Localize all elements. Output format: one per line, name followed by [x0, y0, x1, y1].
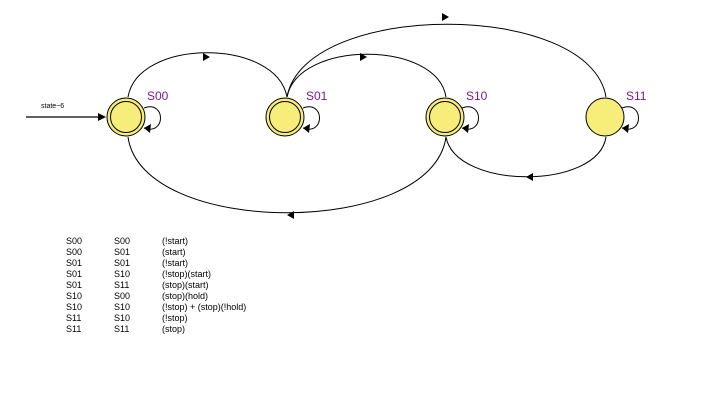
self-loop-s01	[302, 106, 320, 130]
transition-row: S00 S00 (!start)	[66, 236, 306, 247]
transition-source: S11	[66, 324, 82, 334]
state-inner-ring	[110, 101, 142, 133]
transition-destination: S00	[114, 291, 131, 301]
transition-condition: (start)	[162, 247, 186, 257]
transition-row: S11 S11 (stop)	[66, 324, 306, 335]
transition-condition: (!start)	[162, 258, 188, 268]
transition-destination: S00	[114, 236, 131, 246]
edge-s10-s00	[127, 136, 447, 214]
edge-s01-s11	[286, 23, 607, 98]
transition-condition: (!stop)(start)	[162, 269, 212, 279]
transition-source: S00	[66, 247, 83, 257]
transition-source: S00	[66, 236, 83, 246]
arrow-self-s00	[144, 124, 151, 133]
state-outer-ring	[585, 97, 625, 137]
transition-condition: (!start)	[162, 236, 188, 246]
transition-destination: S01	[114, 247, 131, 257]
transition-condition: (!stop) + (stop)(!hold)	[162, 302, 247, 312]
transition-condition: (stop)(hold)	[162, 291, 209, 301]
edge-s01-s10	[286, 53, 447, 98]
self-loop-s11	[621, 106, 639, 130]
transition-row: S01 S11 (stop)(start)	[66, 280, 306, 291]
state-node-s01[interactable]	[265, 97, 305, 137]
state-label-s11: S11	[626, 89, 647, 103]
arrow-self-s01	[303, 124, 310, 133]
transition-destination: S11	[114, 324, 130, 334]
transition-table: S00 S00 (!start) S00 S01 (start) S01 S01…	[66, 236, 306, 335]
edge-s00-s01	[127, 52, 288, 98]
state-node-s10[interactable]	[425, 97, 465, 137]
transition-source: S01	[66, 280, 83, 290]
transition-row: S11 S10 (!stop)	[66, 313, 306, 324]
state-inner-ring	[269, 101, 301, 133]
transition-source: S10	[66, 291, 83, 301]
arrow-s11-s10	[526, 173, 533, 181]
arrow-self-s11	[622, 124, 629, 133]
self-loop-s10	[461, 106, 479, 130]
transition-source: S01	[66, 258, 83, 268]
transition-destination: S11	[114, 280, 130, 290]
state-label-s00: S00	[147, 89, 169, 103]
transition-row: S01 S10 (!stop)(start)	[66, 269, 306, 280]
arrow-s01-s10	[360, 53, 367, 61]
self-loop-s00	[143, 106, 161, 130]
transition-row: S00 S01 (start)	[66, 247, 306, 258]
transition-row: S10 S00 (stop)(hold)	[66, 291, 306, 302]
transition-source: S01	[66, 269, 83, 279]
transition-destination: S01	[114, 258, 131, 268]
transition-source: S10	[66, 302, 83, 312]
arrow-s00-s01	[203, 53, 210, 61]
transition-destination: S10	[114, 302, 131, 312]
state-node-s00[interactable]	[106, 97, 146, 137]
reset-arrow-head	[98, 113, 106, 121]
state-label-s10: S10	[466, 89, 488, 103]
transition-destination: S10	[114, 313, 131, 323]
transition-source: S11	[66, 313, 82, 323]
arrow-self-s10	[462, 124, 469, 133]
reset-label: state~6	[41, 103, 65, 110]
transition-row: S10 S10 (!stop) + (stop)(!hold)	[66, 302, 306, 313]
edge-s11-s10	[445, 136, 607, 178]
transition-row: S01 S01 (!start)	[66, 258, 306, 269]
state-node-s11[interactable]	[585, 97, 625, 137]
transition-condition: (stop)	[162, 324, 186, 334]
arrow-s10-s00	[287, 211, 294, 219]
state-inner-ring	[429, 101, 461, 133]
transition-condition: (stop)(start)	[162, 280, 209, 290]
transition-condition: (!stop)	[162, 313, 188, 323]
state-label-s01: S01	[306, 89, 328, 103]
transition-destination: S10	[114, 269, 131, 279]
arrow-s01-s11	[442, 13, 449, 21]
